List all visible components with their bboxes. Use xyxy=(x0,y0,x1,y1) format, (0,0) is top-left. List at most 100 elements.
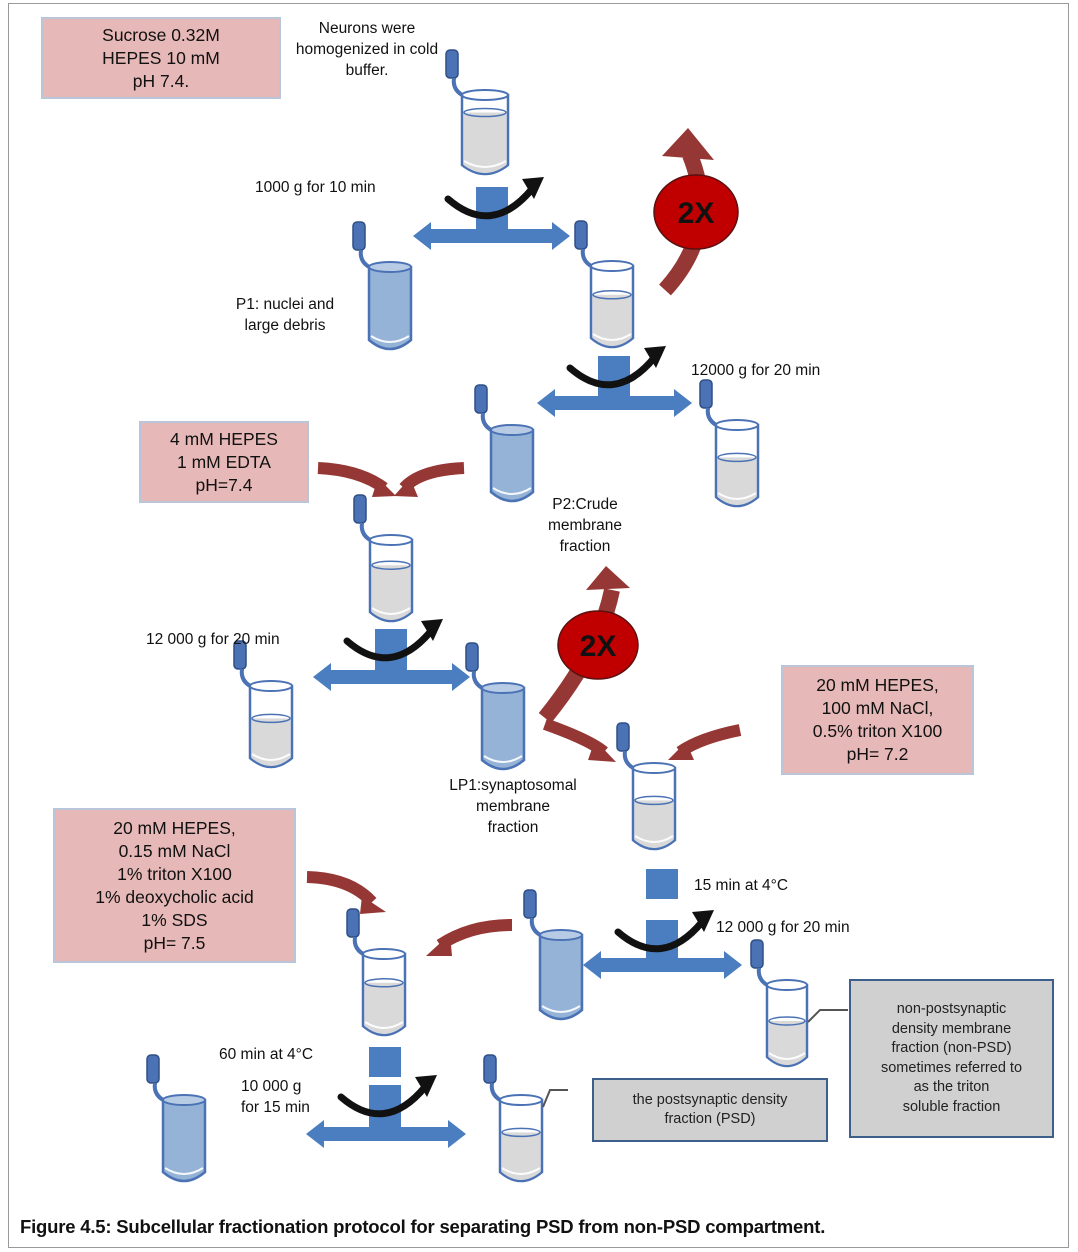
tube-cap xyxy=(699,379,713,409)
tube-liquid xyxy=(768,1021,806,1065)
spin3-label: 12 000 g for 20 min xyxy=(146,631,280,648)
spin-arrow xyxy=(337,1083,429,1118)
tube-liquid xyxy=(634,800,674,848)
tube-s2 xyxy=(699,379,760,508)
tube-liquid xyxy=(371,565,411,620)
split-arrow-left xyxy=(537,389,555,417)
lp1-label: LP1:synaptosomal membrane fraction xyxy=(449,777,577,836)
tube-cap xyxy=(574,220,588,250)
tube-cap xyxy=(474,384,488,414)
tube-body xyxy=(161,1098,207,1183)
incubation-block xyxy=(369,1047,401,1077)
tube-liquid xyxy=(592,294,632,346)
triton-buffer-arrow xyxy=(668,724,742,760)
buffer-to-p2-arrow-a xyxy=(317,462,396,497)
split-arrow-right xyxy=(724,951,742,979)
hypotonic-buffer-box: 4 mM HEPES 1 mM EDTA pH=7.4 xyxy=(139,421,309,503)
tube-body xyxy=(538,933,584,1021)
spin-arrow xyxy=(444,185,536,220)
repeat-arrowhead xyxy=(586,566,630,590)
spin5-label: 10 000 g for 15 min xyxy=(241,1078,310,1116)
annotation-lines xyxy=(542,1009,848,1108)
tube-cap xyxy=(353,494,367,524)
tube-solubilized xyxy=(346,908,407,1037)
repeat-markers: 2X 2X xyxy=(538,128,739,724)
spin1-label: 1000 g for 10 min xyxy=(255,179,376,196)
split-arrow-left xyxy=(413,222,431,250)
tube-triton-pellet xyxy=(523,889,584,1021)
split-arrow-left xyxy=(306,1120,324,1148)
figure-frame xyxy=(8,3,1069,1248)
tube-cap xyxy=(523,889,537,919)
split-arrow-left xyxy=(583,951,601,979)
tube-liquid xyxy=(251,718,291,766)
split-arrow-right xyxy=(674,389,692,417)
tube-liquid xyxy=(463,112,507,173)
tube-p2 xyxy=(474,384,535,503)
tube-p1 xyxy=(352,221,413,351)
repeat-label: 2X xyxy=(580,630,617,663)
centrifuge-connectors xyxy=(306,177,742,1148)
figure-caption: Figure 4.5: Subcellular fractionation pr… xyxy=(20,1216,826,1237)
split-arrow-right xyxy=(448,1120,466,1148)
tube-final-pellet xyxy=(146,1054,207,1183)
spin-arrowhead xyxy=(415,1075,437,1097)
solubilization-buffer-arrow xyxy=(306,871,386,914)
spin-arrowhead xyxy=(522,177,544,199)
spin-arrow xyxy=(614,918,706,953)
triton-buffer-box: 20 mM HEPES, 100 mM NaCl, 0.5% triton X1… xyxy=(781,665,974,775)
centrifuge-step-4 xyxy=(583,869,742,979)
incubate1-label: 15 min at 4°C xyxy=(694,877,789,894)
tube-cap xyxy=(146,1054,160,1084)
split-arrow-left xyxy=(313,663,331,691)
lp1-to-triton-arrow xyxy=(542,718,616,762)
repeat-label: 2X xyxy=(678,197,715,230)
spin2-label: 12000 g for 20 min xyxy=(691,362,821,379)
repeat-marker-first: 2X xyxy=(653,128,739,296)
split-arrow-right xyxy=(452,663,470,691)
homogenization-buffer-box: Sucrose 0.32M HEPES 10 mM pH 7.4. xyxy=(41,17,281,99)
tube-lp2 xyxy=(233,640,294,769)
non-psd-fraction-box: non-postsynaptic density membrane fracti… xyxy=(849,979,1054,1138)
repeat-arrowhead xyxy=(662,128,714,160)
start-label: Neurons were homogenized in cold buffer. xyxy=(295,20,439,79)
spin-arrowhead xyxy=(692,910,714,932)
nonpsd-pointer-line xyxy=(807,1009,848,1023)
tube-cap xyxy=(483,1054,497,1084)
tube-body xyxy=(480,686,526,771)
p1-label: P1: nuclei and large debris xyxy=(235,296,335,334)
tube-homogenate xyxy=(445,49,510,176)
tube-cap xyxy=(346,908,360,938)
tube-liquid xyxy=(364,982,404,1034)
tube-cap xyxy=(616,722,630,752)
tube-body xyxy=(367,265,413,351)
tube-p2-resuspended xyxy=(353,494,414,623)
spin-arrow xyxy=(566,354,658,389)
tube-cap xyxy=(352,221,366,251)
repeat-badge xyxy=(653,174,739,250)
tube-liquid xyxy=(717,457,757,505)
tube-non-psd xyxy=(750,939,809,1068)
centrifuge-step-2 xyxy=(537,346,692,417)
centrifuge-step-3 xyxy=(313,619,470,691)
tube-cap xyxy=(750,939,764,969)
centrifuge-step-1 xyxy=(413,177,570,250)
tubes xyxy=(146,49,809,1183)
split-arrow-right xyxy=(552,222,570,250)
buffer-to-p2-arrow-b xyxy=(394,462,465,497)
p2-label: P2:Crude membrane fraction xyxy=(547,496,623,555)
pellet-transfer-arrow xyxy=(426,919,513,956)
incubate2-label: 60 min at 4°C xyxy=(219,1046,314,1063)
solubilization-buffer-box: 20 mM HEPES, 0.15 mM NaCl 1% triton X100… xyxy=(53,808,296,963)
tube-liquid xyxy=(501,1132,541,1180)
spin-arrowhead xyxy=(644,346,666,368)
spin4-label: 12 000 g for 20 min xyxy=(716,919,850,936)
psd-pointer-line xyxy=(542,1089,568,1108)
repeat-marker-second: 2X xyxy=(538,566,639,724)
incubation-block xyxy=(646,869,678,899)
transfer-arrows xyxy=(306,462,742,956)
tube-body xyxy=(489,428,535,503)
spin-arrow xyxy=(343,627,435,662)
tube-lp1-triton xyxy=(616,722,677,851)
